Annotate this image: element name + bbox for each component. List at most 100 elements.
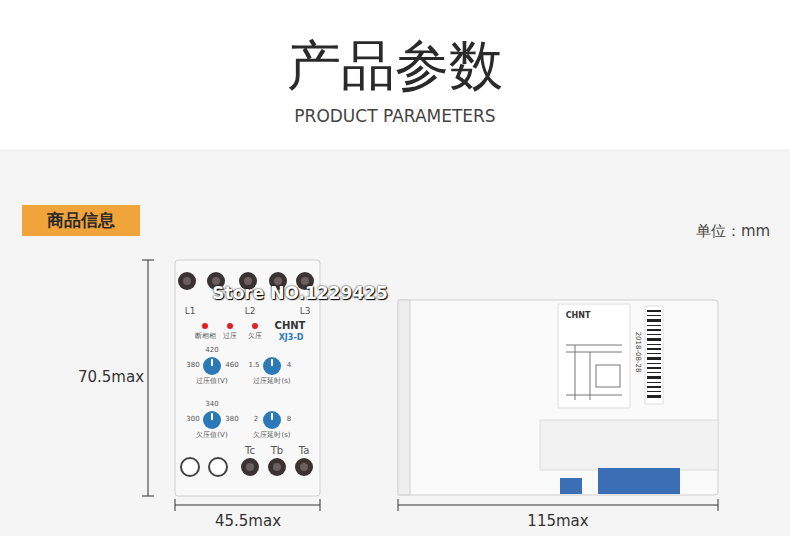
scale-value: 4	[287, 362, 291, 370]
illustration-part	[320, 499, 321, 511]
illustration-part	[211, 359, 213, 366]
terminal-name: L2	[245, 307, 256, 317]
illustration-part	[590, 352, 591, 400]
illustration-part	[647, 367, 661, 369]
terminal-name: Tc	[245, 445, 255, 456]
illustration-part	[647, 344, 661, 345]
illustration-part	[647, 353, 661, 354]
illustration-part	[647, 363, 661, 364]
illustration-part	[252, 323, 258, 329]
header-ground	[0, 0, 790, 150]
knob-label: 欠压延时(s)	[253, 432, 290, 440]
barcode	[645, 306, 663, 404]
content-ground	[0, 150, 790, 536]
illustration-part	[183, 277, 191, 285]
scale-value: 340	[205, 401, 218, 409]
led-label: 过压	[223, 333, 237, 341]
illustration-part	[181, 458, 199, 476]
unit-note: 单位：mm	[696, 223, 770, 240]
illustration-part	[647, 315, 661, 316]
illustration-part	[718, 499, 719, 511]
adjust-knobs	[203, 357, 281, 429]
terminal-name: L3	[300, 307, 311, 317]
illustration-part	[271, 413, 273, 420]
illustration-part	[148, 260, 149, 496]
illustration-part	[263, 411, 281, 429]
illustration-part	[398, 499, 399, 511]
knob-label: 过压延时(s)	[253, 378, 290, 386]
model-name: XJ3-D	[279, 334, 304, 343]
illustration-part	[175, 499, 176, 511]
illustration-part	[647, 382, 661, 383]
illustration-part	[273, 463, 281, 471]
din-clip	[598, 468, 680, 494]
subtitle: PRODUCT PARAMETERS	[294, 107, 495, 126]
din-tab	[560, 478, 582, 494]
scale-value: 300	[186, 416, 199, 424]
illustration-part	[645, 306, 663, 404]
scale-value: 380	[186, 362, 199, 370]
illustration-part	[398, 505, 718, 506]
led-label: 断相相	[195, 333, 216, 341]
box-text: 商品信息	[47, 210, 115, 230]
illustration-part	[647, 329, 661, 331]
illustration-part	[647, 319, 661, 322]
dimension-lines	[142, 260, 718, 511]
watermark: Store NO.1229425	[212, 284, 387, 303]
scale-value: 1.5	[248, 362, 259, 370]
terminal-name: Ta	[299, 445, 310, 456]
dimension-label: 45.5max	[211, 513, 285, 530]
illustration-part	[647, 395, 661, 398]
illustration-part	[647, 391, 661, 392]
sticker-wiring	[566, 345, 622, 400]
illustration-part	[178, 272, 196, 290]
side-edge	[398, 300, 410, 495]
section-rule	[0, 150, 790, 151]
terminal-name: L1	[185, 307, 196, 317]
illustration-part	[647, 376, 661, 379]
bottom-terminals	[181, 458, 313, 476]
illustration-part	[142, 260, 154, 261]
side-base	[540, 420, 718, 470]
illustration-part	[203, 357, 221, 375]
illustration-part	[211, 413, 213, 420]
illustration-part	[566, 352, 622, 353]
illustration-part	[566, 395, 622, 396]
illustration-part	[647, 348, 661, 350]
illustration-part	[300, 463, 308, 471]
illustration-part	[227, 323, 233, 329]
knob-label: 欠压值(V)	[196, 432, 227, 440]
brand-mark: CHNT	[566, 312, 591, 321]
info-badge: 商品信息	[22, 205, 140, 236]
illustration-part	[566, 345, 622, 346]
illustration-part	[647, 334, 661, 335]
illustration-part	[647, 338, 661, 341]
scale-value: 460	[225, 362, 238, 370]
scale-value: 420	[205, 347, 218, 355]
scale-value: 8	[287, 416, 291, 424]
illustration-part	[647, 372, 661, 373]
illustration-part	[142, 496, 154, 497]
illustration-part	[647, 386, 661, 388]
scale-value: 380	[225, 416, 238, 424]
knob-label: 过压值(V)	[196, 378, 227, 386]
illustration-part	[596, 365, 620, 387]
indicator-leds	[202, 323, 258, 329]
illustration-part	[647, 310, 661, 312]
illustration-part	[209, 458, 227, 476]
illustration-part	[295, 458, 313, 476]
dimension-label: 115max	[523, 513, 592, 530]
terminal-name: Tb	[271, 445, 283, 456]
relay-side-body	[398, 300, 718, 495]
illustration-part	[241, 458, 259, 476]
page-title: 产品参数	[287, 36, 503, 95]
date-stamp: 2018-08-28	[633, 332, 641, 373]
scale-value: 2	[254, 416, 258, 424]
illustration-part	[263, 357, 281, 375]
illustration-part	[175, 505, 320, 506]
brand-mark: CHNT	[275, 320, 306, 331]
led-label: 欠压	[248, 333, 262, 341]
illustration-part	[647, 357, 661, 360]
illustration-part	[268, 458, 286, 476]
